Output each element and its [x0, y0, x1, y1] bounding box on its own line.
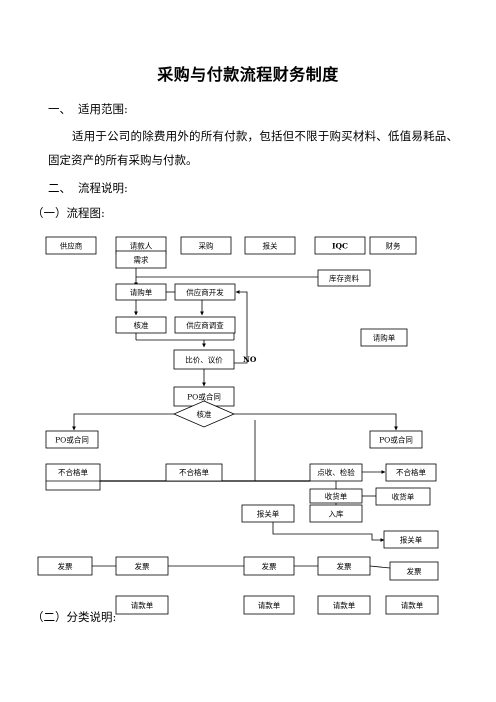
approve-diamond-label: 核准 — [197, 409, 212, 419]
compare-box — [173, 349, 235, 370]
invoice-label-5: 发票 — [407, 566, 422, 576]
inventory-label: 库存资料 — [329, 273, 359, 283]
header-iqc — [314, 236, 366, 255]
document-title: 采购与付款流程财务制度 — [157, 65, 339, 84]
supplier-survey-label: 供应商调查 — [186, 320, 224, 330]
supplier-dev-label: 供应商开发 — [186, 287, 224, 297]
supplier-dev-box — [174, 283, 236, 301]
invoice-box-3 — [243, 556, 295, 576]
inspect-label: 点收、检验 — [317, 467, 355, 477]
to-finance-po-arrow — [234, 413, 398, 431]
customs-doc-label: 报关单 — [257, 509, 280, 519]
invoice-box-1 — [37, 556, 93, 576]
supplier-reject-label: 不合格单 — [58, 467, 88, 477]
approve-diamond — [172, 400, 236, 428]
header-customs — [244, 236, 296, 255]
purchase-request-label: 请购单 — [130, 287, 153, 297]
finance-receipt-box — [375, 487, 431, 506]
header-iqc-label: IQC — [332, 242, 348, 251]
header-supplier — [45, 236, 97, 255]
invoice-label-2: 发票 — [135, 561, 150, 571]
invoice-box-4 — [317, 556, 371, 576]
payreq-box-3 — [317, 595, 371, 615]
inspect-box — [309, 463, 363, 482]
invoice-label-4: 发票 — [337, 561, 352, 571]
finance-reject-box — [385, 463, 437, 482]
section-1-number: 一、 — [48, 102, 71, 116]
warehouse-box — [309, 504, 363, 523]
supplier-survey-box — [174, 316, 236, 334]
finance-po-box — [369, 430, 423, 449]
supplier-reject-box — [45, 463, 101, 491]
finance-purchase-request-box — [360, 328, 408, 347]
supplier-po-box — [45, 430, 99, 449]
payreq-label-4: 请款单 — [401, 600, 424, 610]
header-supplier-label: 供应商 — [60, 241, 83, 251]
header-requester-label: 请款人 — [130, 241, 153, 251]
invoice-box-5 — [389, 561, 439, 581]
finance-customs-doc-label: 报关单 — [400, 535, 423, 545]
payreq-box-4 — [385, 595, 439, 615]
flow-connectors — [72, 268, 398, 569]
to-supplier-po-arrow — [72, 413, 174, 431]
no-label: NO — [243, 355, 257, 364]
header-finance — [369, 236, 417, 255]
section-1-body: 适用于公司的除费用外的所有付款，包括但不限于购买材料、低值易耗品、固定资产的所有… — [48, 129, 458, 167]
finance-receipt-label: 收货单 — [392, 492, 415, 502]
subsection-2-title: （二）分类说明: — [32, 610, 117, 624]
payreq-box-1 — [115, 595, 169, 615]
payreq-label-3: 请款单 — [333, 600, 356, 610]
warehouse-label: 入库 — [329, 509, 344, 519]
payreq-box-2 — [243, 595, 295, 615]
no-loop-arrow — [234, 290, 248, 364]
flow-header-row: 供应商 请款人 采购 报关 IQC 财务 — [45, 236, 417, 255]
payreq-label-1: 请款单 — [131, 600, 154, 610]
invoice-link-4 — [369, 565, 391, 569]
section-2-title: 流程说明: — [78, 181, 128, 195]
header-finance-label: 财务 — [386, 241, 401, 251]
compare-label: 比价、议价 — [185, 355, 223, 365]
invoice-label-1: 发票 — [58, 561, 73, 571]
finance-reject-label: 不合格单 — [396, 467, 426, 477]
invoice-box-2 — [115, 556, 169, 576]
header-purchasing — [180, 236, 232, 255]
header-purchasing-label: 采购 — [199, 241, 214, 251]
finance-customs-doc-box — [383, 530, 439, 549]
payreq-label-2: 请款单 — [258, 600, 281, 610]
po-label: PO或合同 — [187, 392, 221, 402]
section-1-title: 适用范围: — [78, 102, 128, 116]
approve-label: 核准 — [134, 320, 149, 330]
invoice-label-3: 发票 — [262, 561, 277, 571]
purchasing-reject-box — [165, 463, 223, 482]
purchase-request-box — [115, 283, 167, 301]
demand-box — [115, 250, 167, 269]
finance-purchase-request-label: 请购单 — [373, 333, 396, 343]
receipt-box — [309, 488, 363, 504]
section-2-number: 二、 — [48, 181, 71, 195]
inventory-box — [317, 269, 371, 287]
supplier-po-label: PO或合同 — [55, 435, 89, 445]
approve-box — [115, 316, 167, 334]
demand-label: 需求 — [134, 255, 149, 265]
receipt-label: 收货单 — [325, 491, 348, 501]
customs-doc-box — [241, 504, 295, 523]
purchasing-reject-label: 不合格单 — [179, 467, 209, 477]
header-customs-label: 报关 — [263, 241, 278, 251]
finance-po-label: PO或合同 — [379, 435, 413, 445]
subsection-1-title: （一）流程图: — [32, 206, 105, 220]
customs-to-finance-arrow — [272, 522, 385, 542]
